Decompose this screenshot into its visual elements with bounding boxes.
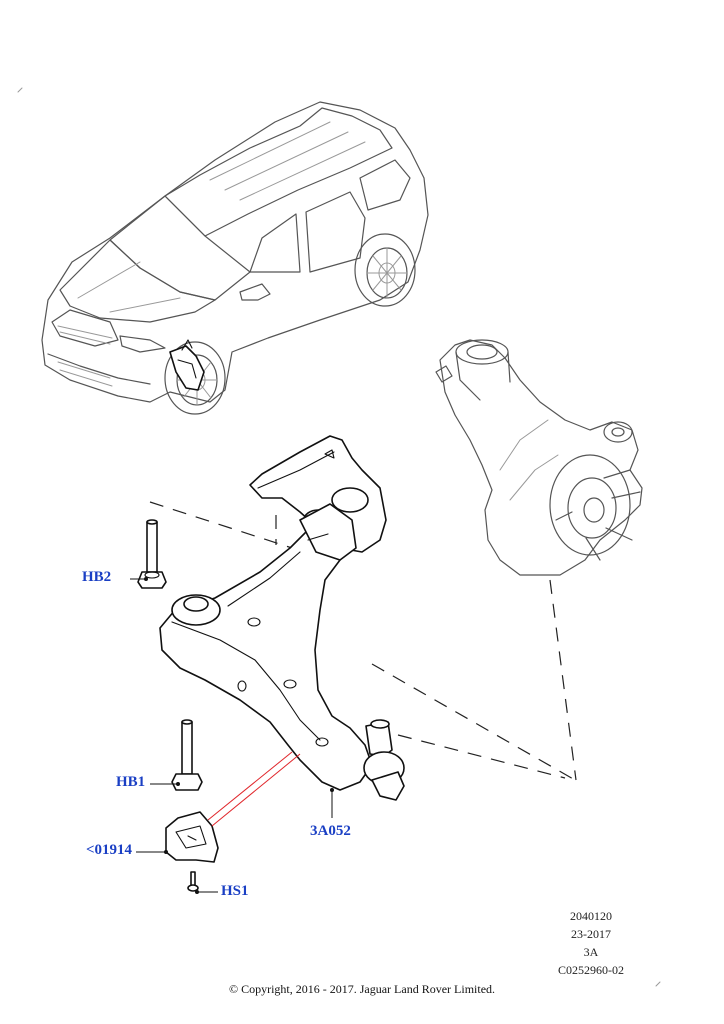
- callout-hb2[interactable]: HB2: [82, 569, 112, 585]
- illustration-number: 2040120: [570, 909, 612, 923]
- assembly-dashed-lines: [149, 501, 577, 781]
- callout-3a052[interactable]: 3A052: [310, 823, 351, 839]
- drawing-code: C0252960-02: [558, 963, 624, 977]
- screw-hs1-illustration: [187, 871, 199, 892]
- leader-lines: [130, 577, 334, 894]
- callout-hb1[interactable]: HB1: [116, 774, 146, 790]
- illustration-date: 23-2017: [571, 927, 611, 941]
- knuckle-hub-illustration: [435, 339, 643, 576]
- lower-control-arm: [159, 503, 405, 801]
- bolt-hb2-illustration: [137, 519, 167, 589]
- bolt-hb1-illustration: [171, 719, 203, 791]
- heat-shield-bracket-illustration: [165, 811, 219, 863]
- callout-hs1[interactable]: HS1: [221, 883, 249, 899]
- corner-mark: [655, 981, 661, 987]
- illustration-revision: 3A: [583, 945, 599, 959]
- copyright-notice: © Copyright, 2016 - 2017. Jaguar Land Ro…: [228, 982, 496, 996]
- vehicle-overview-illustration: [17, 87, 429, 415]
- callout-01914[interactable]: <01914: [86, 842, 133, 858]
